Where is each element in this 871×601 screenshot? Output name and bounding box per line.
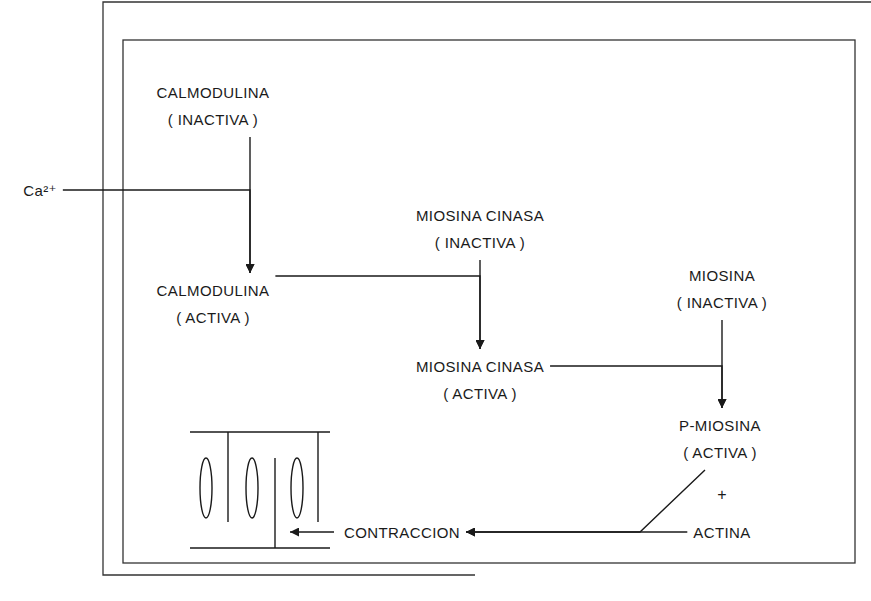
cell-membrane [103, 2, 871, 575]
reaction-arrow [550, 366, 722, 408]
molecule-name: MIOSINA [677, 262, 767, 289]
state-label: Ca²⁺ [17, 173, 63, 208]
molecule-name: ACTINA [693, 519, 750, 546]
state-label: MIOSINA( INACTIVA ) [671, 258, 773, 320]
state-label: ACTINA [687, 515, 756, 550]
molecule-name: P-MIOSINA [679, 412, 761, 439]
molecule-name: MIOSINA CINASA [416, 353, 544, 380]
state-label: CALMODULINA( INACTIVA ) [151, 75, 276, 137]
state-label: CALMODULINA( ACTIVA ) [151, 273, 276, 335]
inner-frame [123, 40, 855, 563]
molecule-name: MIOSINA CINASA [416, 202, 544, 229]
reaction-arrow [466, 531, 687, 532]
state-label: MIOSINA CINASA( ACTIVA ) [410, 349, 550, 411]
plus-sign: + [717, 485, 726, 505]
state-label: CONTRACCION [338, 515, 466, 550]
reaction-arrow [63, 190, 250, 273]
sarcomere-symbol [190, 432, 330, 548]
outer-frame [103, 2, 871, 575]
molecule-name: Ca²⁺ [23, 177, 57, 204]
state-text: ( ACTIVA ) [679, 439, 761, 466]
state-label: MIOSINA CINASA( INACTIVA ) [410, 198, 550, 260]
molecule-name: CONTRACCION [344, 519, 460, 546]
molecule-name: CALMODULINA [157, 79, 270, 106]
state-label: P-MIOSINA( ACTIVA ) [673, 408, 767, 470]
molecule-name: CALMODULINA [157, 277, 270, 304]
reaction-arrow [466, 470, 705, 532]
reaction-arrow [275, 276, 480, 349]
state-text: ( ACTIVA ) [416, 380, 544, 407]
state-text: ( INACTIVA ) [677, 289, 767, 316]
contraction-arrow [290, 531, 334, 532]
state-text: ( INACTIVA ) [157, 106, 270, 133]
state-text: ( INACTIVA ) [416, 229, 544, 256]
state-text: ( ACTIVA ) [157, 304, 270, 331]
